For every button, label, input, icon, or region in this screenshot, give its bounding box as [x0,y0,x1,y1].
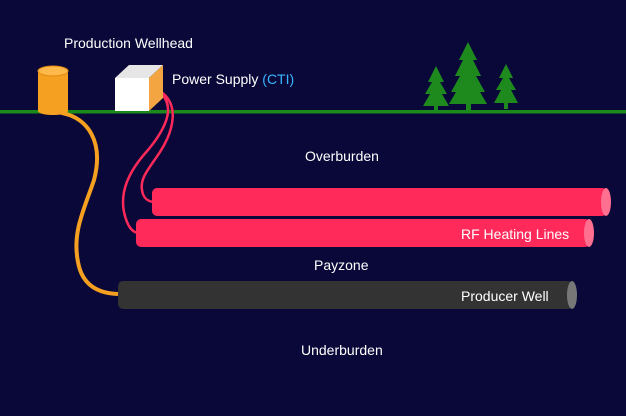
power-supply-box-icon [115,65,163,111]
rf-heating-line-upper [152,188,607,216]
underburden-label: Underburden [301,342,383,358]
rf-heating-line-lower [136,219,590,247]
producer-well-label: Producer Well [461,288,549,304]
power-supply-tag: (CTI) [262,71,295,87]
rf-feed-line-lower [121,86,170,235]
tree-icon [494,64,518,109]
tree-icon [423,66,449,110]
producer-well-end [567,281,577,309]
power-supply-name: Power Supply [172,71,259,87]
tree-icon [449,42,487,110]
rf-heating-lines-label: RF Heating Lines [461,226,570,242]
producer-well-pipe [118,281,573,309]
payzone-label: Payzone [314,257,369,273]
overburden-label: Overburden [305,148,379,164]
ground-line [0,110,626,114]
rf-heating-line-lower-end [584,219,594,247]
wellhead-cylinder-icon [37,65,69,115]
rf-heating-line-upper-end [601,188,611,216]
wellhead-label: Production Wellhead [64,35,193,51]
rf-feed-line-upper [140,86,174,204]
power-supply-label: Power Supply (CTI) [172,71,294,87]
wellhead-connector-pipe [60,111,122,296]
